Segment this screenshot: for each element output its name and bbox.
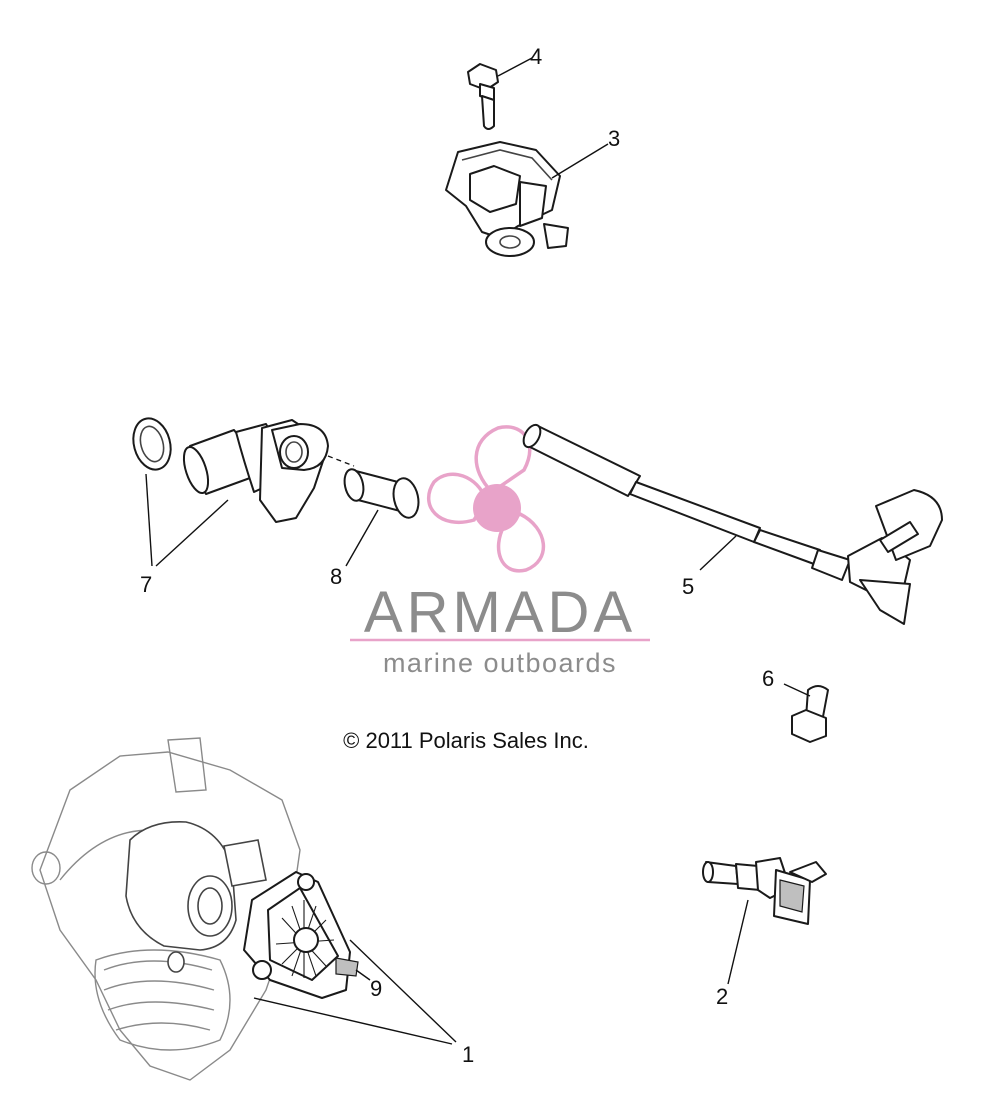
copyright-text: © 2011 Polaris Sales Inc.: [343, 728, 589, 753]
callout-7: 7: [140, 572, 152, 597]
part-6-bolt: 6: [762, 666, 829, 743]
part-4-bolt: 4: [467, 44, 542, 130]
callout-4: 4: [530, 44, 542, 69]
callout-5: 5: [682, 574, 694, 599]
part-5-sensor-harness: 5: [522, 423, 943, 625]
armada-logo: ARMADA marine outboards: [350, 425, 650, 678]
callout-8: 8: [330, 564, 342, 589]
part-7-speed-sensor: 7: [132, 417, 355, 597]
part-8-bushing: 8: [330, 468, 420, 589]
callout-3: 3: [608, 126, 620, 151]
watermark-brand: ARMADA: [364, 580, 636, 645]
callout-6: 6: [762, 666, 774, 691]
callout-1: 1: [462, 1042, 474, 1067]
part-3-map-sensor: 3: [445, 126, 620, 257]
part-1-throttle-body: 9 1: [31, 737, 474, 1081]
callout-9: 9: [370, 976, 382, 1001]
part-9-throttle-position-sensor: 9: [243, 871, 382, 1001]
propeller-hub-icon: [473, 484, 521, 532]
part-2-temp-sensor: 2: [702, 857, 827, 1009]
propeller-icon: [427, 425, 545, 573]
watermark-tagline: marine outboards: [383, 648, 617, 678]
callout-2: 2: [716, 984, 728, 1009]
